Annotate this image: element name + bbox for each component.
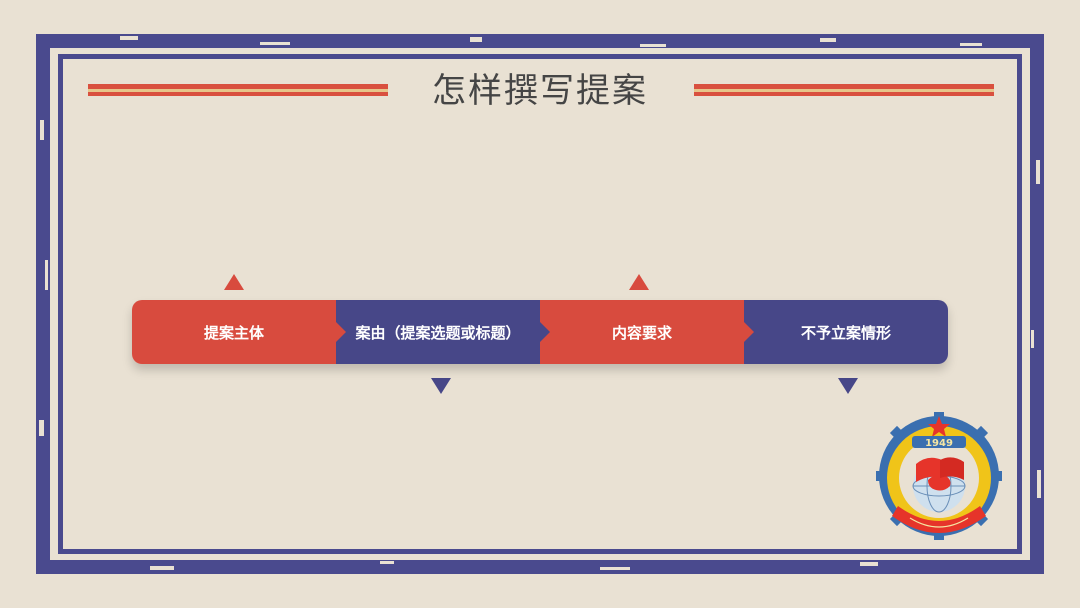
page-title: 怎样撰写提案: [432, 71, 648, 111]
process-steps-bar: 提案主体 案由（提案选题或标题） 内容要求 不予立案情形: [132, 300, 948, 364]
step-2-chevron-icon: [540, 322, 550, 342]
step-1-label: 提案主体: [203, 323, 264, 342]
step-3-label: 内容要求: [611, 323, 672, 342]
cppcc-emblem-icon: 1949: [876, 412, 1002, 540]
step-4-label: 不予立案情形: [800, 323, 891, 342]
step-3-chevron-icon: [744, 322, 754, 342]
title-decor-line-right: [694, 84, 994, 98]
step-3[interactable]: 内容要求: [540, 300, 754, 364]
step-2[interactable]: 案由（提案选题或标题）: [336, 300, 550, 364]
step-1[interactable]: 提案主体: [132, 300, 346, 364]
inner-frame: [58, 54, 1022, 554]
step-4-down-marker-icon: [838, 378, 858, 394]
emblem-year: 1949: [925, 438, 953, 449]
step-2-label: 案由（提案选题或标题）: [355, 323, 521, 342]
title-area: 怎样撰写提案: [0, 66, 1080, 116]
step-4[interactable]: 不予立案情形: [744, 300, 948, 364]
step-1-chevron-icon: [336, 322, 346, 342]
title-decor-line-left: [88, 84, 388, 98]
step-2-down-marker-icon: [431, 378, 451, 394]
step-3-up-marker-icon: [629, 274, 649, 290]
step-1-up-marker-icon: [224, 274, 244, 290]
